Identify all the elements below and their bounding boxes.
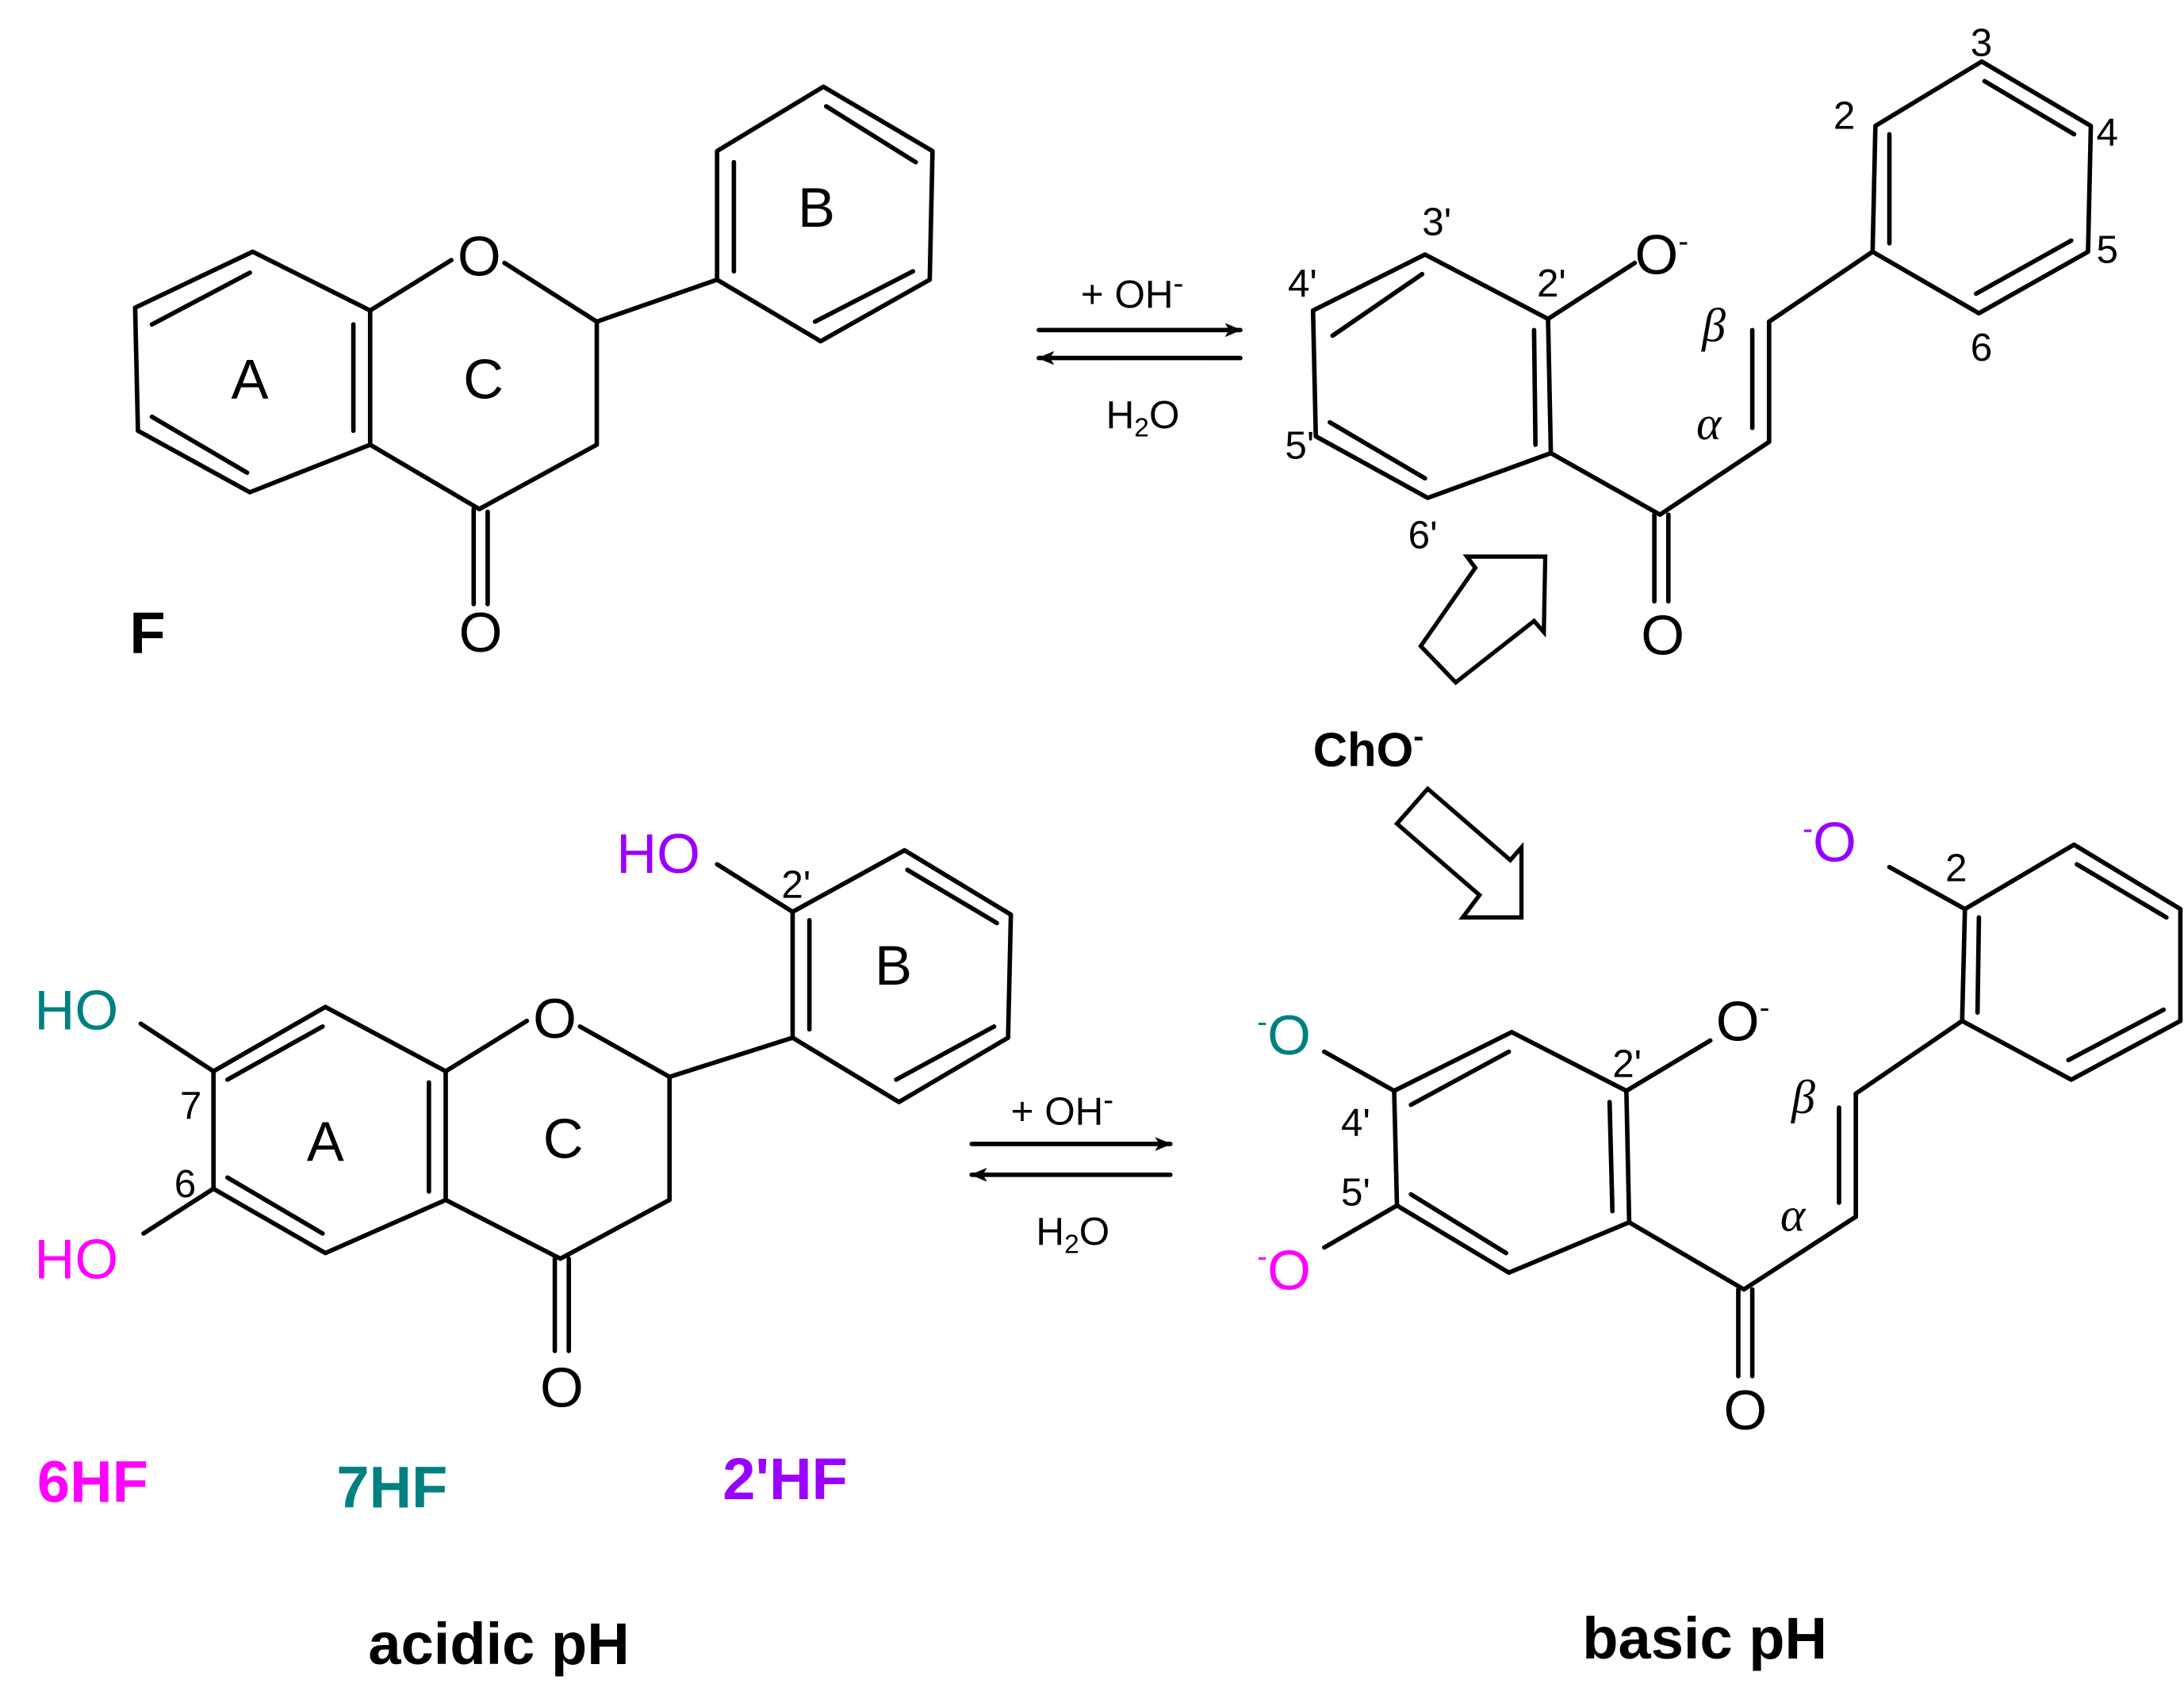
chalcone-structure bbox=[1310, 59, 2094, 604]
condition-acidic: acidic pH bbox=[368, 1611, 629, 1677]
ring-label-c-bottom: C bbox=[543, 1108, 584, 1170]
ring-label-a-bottom: A bbox=[307, 1110, 344, 1173]
pos-2-anion: 2 bbox=[1945, 846, 1967, 890]
compound-label-2phf: 2'HF bbox=[722, 1446, 848, 1512]
carbonyl-oxygen-bottom: O bbox=[540, 1356, 584, 1419]
species-label-cho: ChO- bbox=[1313, 720, 1424, 777]
pos-6prime: 6' bbox=[1408, 513, 1438, 557]
alpha-label: α bbox=[1696, 397, 1722, 450]
pos-4prime: 4' bbox=[1288, 262, 1317, 305]
ring-label-b-bottom: B bbox=[875, 934, 912, 997]
chalcone-carbonyl-oxygen: O bbox=[1641, 604, 1684, 667]
ho-6: HO bbox=[34, 1227, 118, 1290]
equilibrium-arrows-top bbox=[1036, 323, 1243, 365]
carbonyl-oxygen-anion: O bbox=[1723, 1379, 1767, 1441]
pos-5prime-bottom: 5' bbox=[1341, 1171, 1370, 1215]
pos-6: 6 bbox=[174, 1162, 196, 1206]
beta-label: β bbox=[1701, 299, 1726, 351]
phenolate-o-2prime: O- bbox=[1716, 989, 1770, 1052]
reagent-water-bottom: H2O bbox=[1036, 1210, 1109, 1260]
phenolate-o-5prime: -O bbox=[1257, 1238, 1311, 1301]
ring-oxygen-bottom: O bbox=[533, 987, 577, 1050]
pos-6: 6 bbox=[1971, 326, 1992, 369]
pos-2prime-anion: 2' bbox=[1612, 1042, 1642, 1085]
pos-5: 5 bbox=[2097, 228, 2118, 272]
reagent-oh-bottom: + OH- bbox=[1011, 1084, 1114, 1134]
pos-2prime-bottom: 2' bbox=[781, 863, 810, 907]
pos-4: 4 bbox=[2097, 110, 2118, 154]
reagent-water: H2O bbox=[1106, 393, 1180, 443]
compound-label-6hf: 6HF bbox=[37, 1449, 148, 1515]
hollow-arrow-down bbox=[1393, 786, 1524, 920]
pos-2prime: 2' bbox=[1537, 262, 1566, 305]
beta-label-bottom: β bbox=[1791, 1071, 1815, 1123]
phenolate-oxygen: O- bbox=[1634, 224, 1688, 286]
condition-basic: basic pH bbox=[1582, 1605, 1827, 1671]
ho-7: HO bbox=[34, 978, 118, 1041]
ring-label-c: C bbox=[463, 348, 504, 411]
ho-2prime: HO bbox=[616, 822, 700, 885]
ring-label-a: A bbox=[232, 348, 269, 411]
compound-label-f: F bbox=[129, 600, 165, 666]
ring-oxygen: O bbox=[458, 225, 501, 288]
ring-label-b: B bbox=[798, 176, 835, 239]
phenolate-o-2: -O bbox=[1803, 811, 1856, 874]
pos-3prime: 3' bbox=[1422, 200, 1451, 243]
equilibrium-arrows-bottom bbox=[969, 1137, 1173, 1182]
pos-3: 3 bbox=[1971, 21, 1992, 65]
hollow-arrow-up bbox=[1418, 554, 1548, 686]
pos-4prime-bottom: 4' bbox=[1341, 1100, 1370, 1144]
carbonyl-oxygen: O bbox=[459, 601, 503, 664]
pos-5prime: 5' bbox=[1285, 424, 1314, 468]
reagent-oh: + OH- bbox=[1081, 266, 1184, 316]
phenolate-o-4prime: -O bbox=[1257, 1004, 1311, 1066]
alpha-label-bottom: α bbox=[1780, 1188, 1807, 1241]
pos-2: 2 bbox=[1833, 94, 1855, 137]
hydroxyflavanone-structure bbox=[138, 848, 1013, 1353]
compound-label-7hf: 7HF bbox=[336, 1455, 447, 1521]
chalcone-anion-structure bbox=[1322, 842, 2183, 1379]
flavanone-structure bbox=[132, 84, 935, 606]
pos-7: 7 bbox=[180, 1084, 201, 1127]
